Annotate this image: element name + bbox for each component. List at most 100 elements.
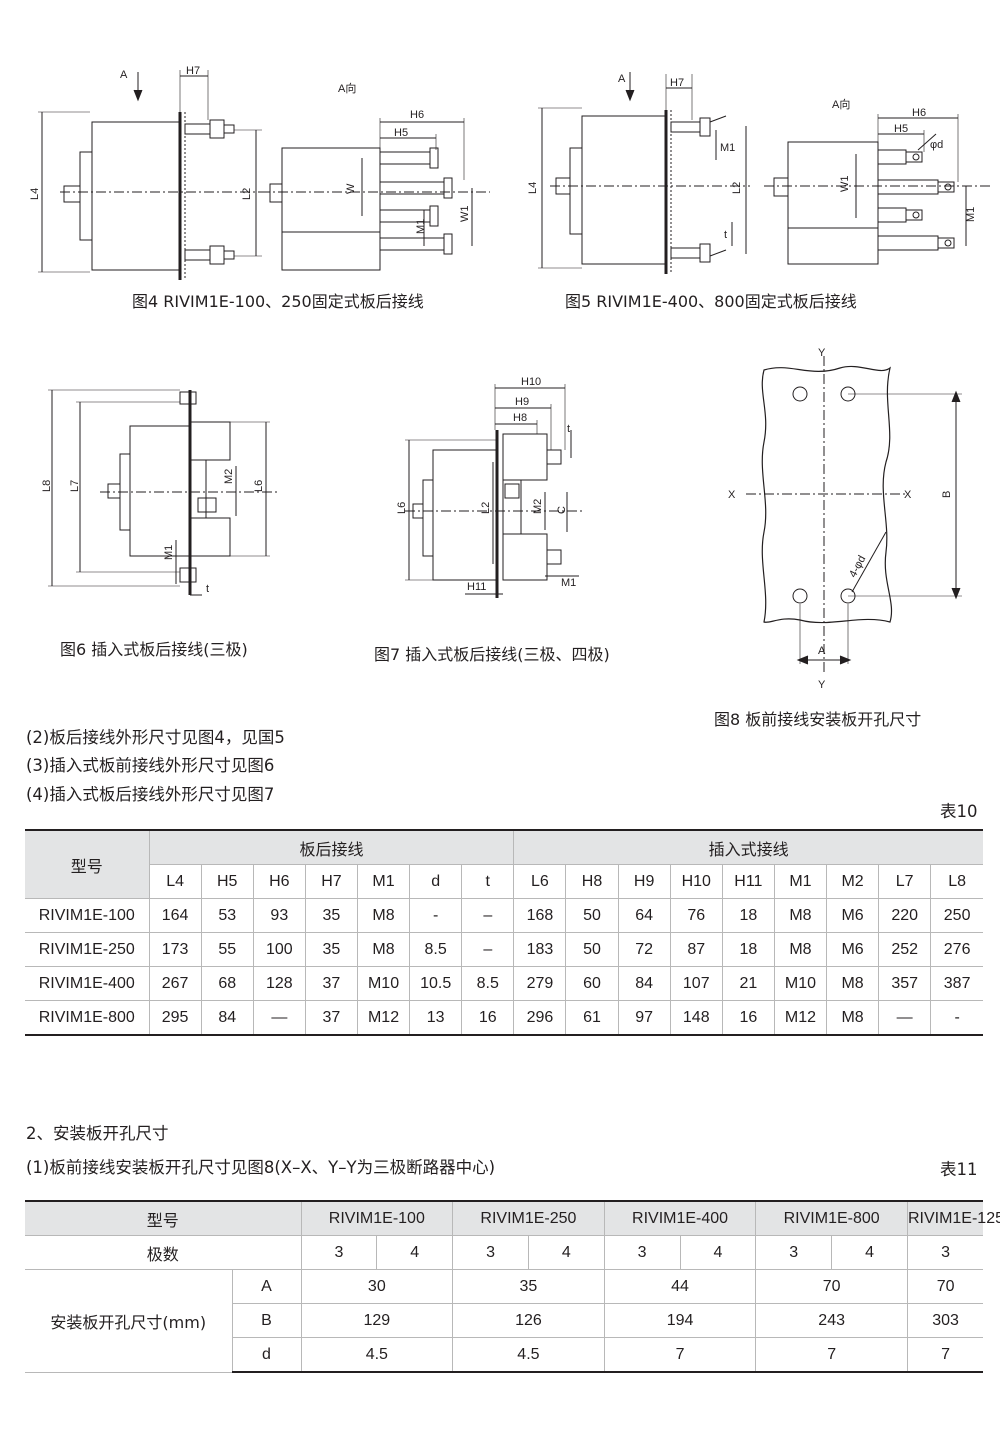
table11-cell: 7 [755,1337,908,1373]
table10-cell: 357 [878,966,932,1001]
table10-cell: 296 [513,1000,567,1036]
fig5-label-a-view: A向 [832,97,850,111]
fig5-label-l4: L4 [527,182,539,194]
section2-heading: 2、安装板开孔尺寸 [26,1124,169,1143]
table11-cell: 70 [907,1269,984,1304]
fig5-label-m1: M1 [720,142,735,154]
table10-col-header: t [461,864,515,899]
table11-model: RIVIM1E-800 [755,1200,908,1236]
fig4-label-h7: H7 [186,65,200,77]
table10-cell: M8 [774,932,828,967]
table10-cell: 18 [722,932,775,967]
table11-cell: 129 [301,1303,454,1338]
table10-cell: 8.5 [461,966,515,1001]
table-10: 型号 板后接线 插入式接线 L4 H5 H6 H7 M1 d t L6 H8 H… [25,829,983,1036]
table11-cell: 7 [604,1337,757,1373]
table10-cell: M10 [357,966,411,1001]
table11-pole: 4 [831,1235,908,1270]
table10-cell: 128 [253,966,306,1001]
table10-cell: 50 [565,932,619,967]
table11-size-header: 安装板开孔尺寸(mm) [25,1269,233,1373]
fig7-label-m1: M1 [561,577,576,589]
table10-cell: M8 [826,966,880,1001]
table10-cell: 100 [253,932,306,967]
table10-cell: 276 [930,932,983,967]
table10-cell: M6 [826,898,880,933]
table11-model: RIVIM1E-250 [452,1200,605,1236]
table10-cell: 164 [149,898,202,933]
fig5-label-w1: W1 [839,176,851,193]
section2-note: (1)板前接线安装板开孔尺寸见图8(X–X、Y–Y为三极断路器中心) [26,1158,496,1177]
table10-cell: 168 [513,898,567,933]
table10-cell: 107 [670,966,723,1001]
table11-pole: 4 [528,1235,605,1270]
table10-cell: 35 [305,898,358,933]
fig8-label-y-bottom: Y [818,679,826,691]
table11-model: RIVIM1E-400 [604,1200,757,1236]
fig7-label-h9: H9 [515,396,529,408]
table10-label: 表10 [940,802,978,821]
table10-cell: 279 [513,966,567,1001]
fig7-label-h11: H11 [467,581,486,593]
table11-pole: 3 [301,1235,378,1270]
fig4-label-w: W [345,183,357,194]
figure-8-drawing: Y Y X X B 4-φd A [728,347,962,691]
table11-cell: 4.5 [452,1337,605,1373]
fig5-label-m1b: M1 [965,207,977,222]
fig8-label-x-left: X [728,489,736,501]
table10-cell: 183 [513,932,567,967]
table11-cell: 243 [755,1303,908,1338]
figure-5-drawing: A H7 M1 L4 L2 t A向 H6 H5 φd W1 M1 [527,72,990,274]
table10-col-header: H9 [618,864,671,899]
table10-cell: 76 [670,898,723,933]
fig6-label-l7: L7 [69,480,81,492]
table10-model-cell: RIVIM1E-100 [25,898,150,933]
table10-cell: 16 [722,1000,775,1036]
table11-pole: 3 [907,1235,984,1270]
fig7-label-c: C [556,506,568,514]
table10-cell: 10.5 [409,966,463,1001]
table10-col-header: L6 [513,864,567,899]
table10-col-header: H6 [253,864,306,899]
table10-cell: M10 [774,966,828,1001]
table10-cell: 13 [409,1000,463,1036]
table10-cell: 97 [618,1000,671,1036]
table10-cell: M8 [357,932,411,967]
table-11: 型号 RIVIM1E-100 RIVIM1E-250 RIVIM1E-400 R… [25,1200,1000,1373]
table11-pole: 3 [604,1235,681,1270]
table10-cell: 61 [565,1000,619,1036]
table11-model: RIVIM1E-1250 [907,1200,1000,1236]
table11-row-key: d [232,1337,302,1373]
table10-col-header: H5 [201,864,254,899]
figure-6-caption: 图6 插入式板后接线(三极) [60,640,248,659]
table11-cell: 4.5 [301,1337,454,1373]
fig8-label-x-right: X [904,489,912,501]
table10-cell: 8.5 [409,932,463,967]
table11-cell: 194 [604,1303,757,1338]
table10-cell: 55 [201,932,254,967]
figure-4-caption: 图4 RIVIM1E-100、250固定式板后接线 [132,292,424,311]
note-line-2: (3)插入式板前接线外形尺寸见图6 [26,756,275,775]
fig5-label-h7: H7 [670,77,684,89]
table10-cell: 35 [305,932,358,967]
table10-cell: - [930,1000,983,1036]
fig8-label-b: B [941,491,953,498]
table10-model-cell: RIVIM1E-800 [25,1000,150,1036]
fig7-label-h8: H8 [513,412,527,424]
table10-cell: 93 [253,898,306,933]
fig8-label-holes: 4-φd [847,554,868,580]
table10-cell: 16 [461,1000,515,1036]
table10-cell: 53 [201,898,254,933]
table10-col-header: d [409,864,463,899]
table10-model-header: 型号 [25,829,150,899]
table10-cell: 50 [565,898,619,933]
table10-cell: 64 [618,898,671,933]
table10-col-header: H8 [565,864,619,899]
table11-cell: 35 [452,1269,605,1304]
fig4-label-h5: H5 [394,127,408,139]
table10-cell: – [461,898,515,933]
fig6-label-l8: L8 [41,480,53,492]
